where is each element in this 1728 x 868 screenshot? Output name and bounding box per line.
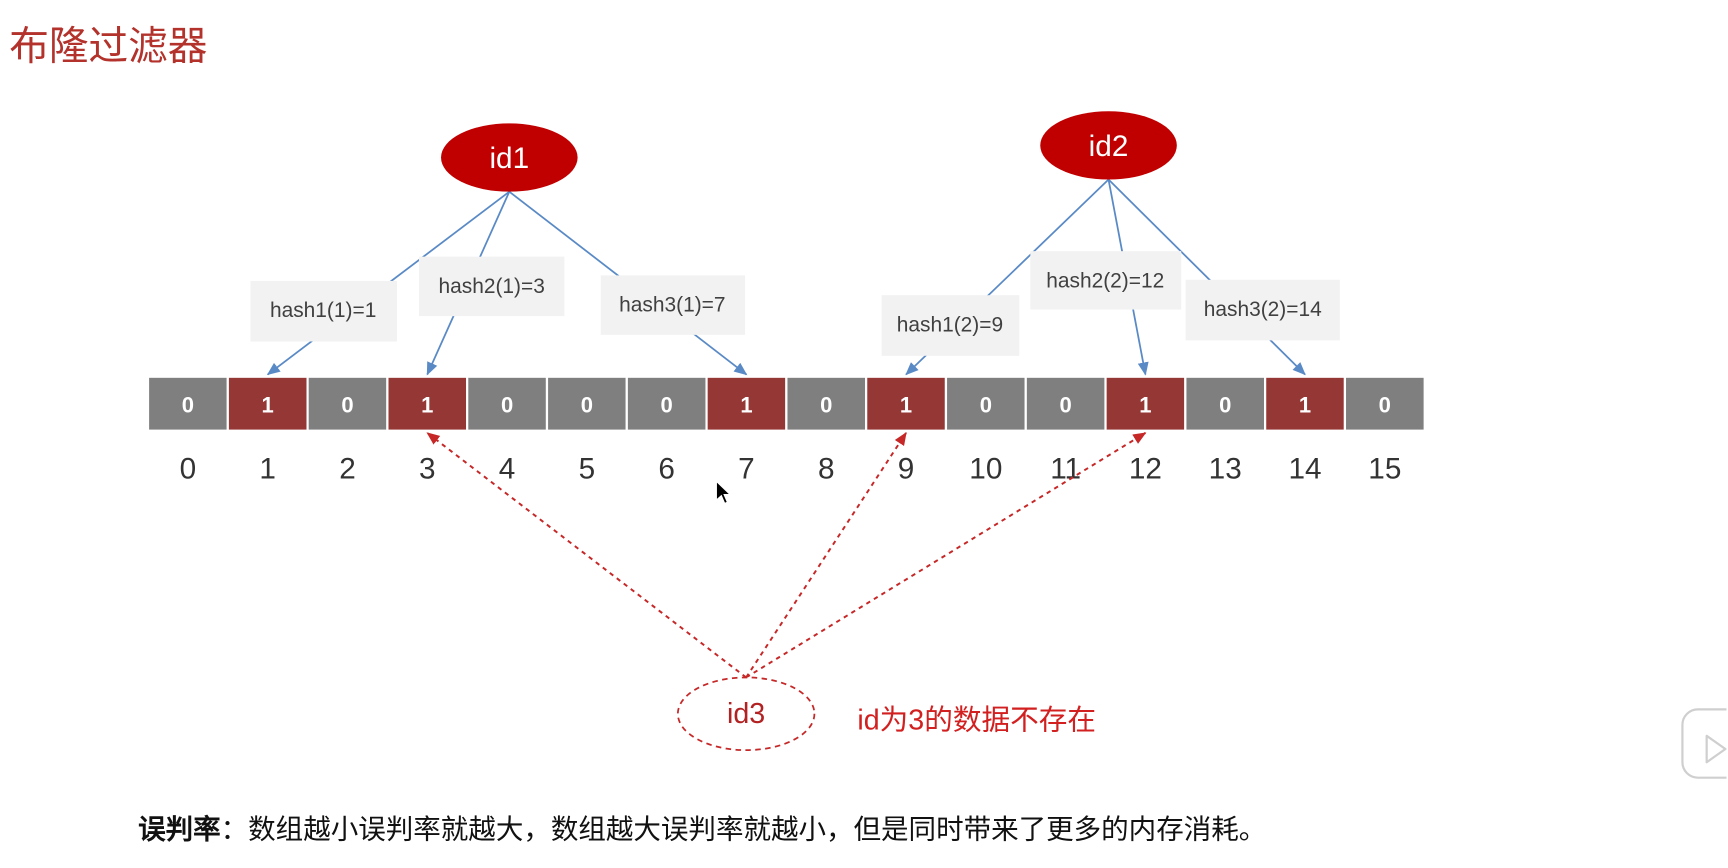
element-node-shape — [1040, 111, 1177, 180]
play-icon — [1705, 734, 1727, 764]
hash-box-bg — [250, 280, 397, 342]
bit-cell — [865, 375, 948, 432]
bit-cell — [1104, 375, 1187, 432]
element-node-label: id2 — [1089, 130, 1129, 163]
hash-box-label: hash1(2)=9 — [897, 313, 1003, 336]
query-node-label: id3 — [727, 698, 765, 730]
note-text: ：数组越小误判率就越大，数组越大误判率就越小，但是同时带来了更多的内存消耗。 — [221, 813, 1267, 844]
bit-value: 0 — [661, 392, 673, 417]
bit-index-label: 4 — [499, 453, 516, 486]
query-link-arrow — [745, 432, 1147, 679]
hash-box-label: hash3(2)=14 — [1204, 298, 1322, 321]
bit-cell — [1024, 375, 1107, 432]
bit-value: 1 — [262, 392, 274, 417]
bit-cell — [386, 375, 469, 432]
bit-value: 1 — [1139, 392, 1151, 417]
bit-array: 0 1 0 1 0 0 0 1 0 1 0 0 1 0 1 0 — [146, 375, 1426, 432]
bit-value: 0 — [1379, 392, 1391, 417]
bit-index-label: 7 — [738, 453, 755, 486]
bit-index-label: 0 — [180, 453, 197, 486]
bit-index-label: 12 — [1129, 453, 1162, 486]
query-node-shape — [676, 676, 816, 752]
bit-value: 1 — [900, 392, 912, 417]
false-positive-note: 误判率：数组越小误判率就越大，数组越大误判率就越小，但是同时带来了更多的内存消耗… — [138, 813, 1266, 844]
note-term: 误判率 — [138, 813, 221, 844]
bit-index-label: 14 — [1288, 453, 1321, 486]
bit-value: 0 — [820, 392, 832, 417]
bit-cell — [306, 375, 389, 432]
overlay-button-frame — [1681, 708, 1727, 779]
bit-cell — [226, 375, 309, 432]
bit-value: 1 — [421, 392, 433, 417]
bit-value: 1 — [1299, 392, 1311, 417]
hash-box: hash2(1)=3 — [418, 256, 565, 317]
bit-cell — [1343, 375, 1426, 432]
bit-index-label: 5 — [579, 453, 596, 486]
hash-box: hash2(2)=12 — [1030, 251, 1182, 310]
hash-box-label: hash1(1)=1 — [270, 299, 376, 322]
hash-box: hash1(1)=1 — [250, 280, 397, 342]
bit-cell — [1264, 375, 1347, 432]
bit-cell — [466, 375, 549, 432]
bit-value: 0 — [980, 392, 992, 417]
bit-cell — [625, 375, 708, 432]
element-node-shape — [441, 123, 578, 192]
bit-index-label: 10 — [969, 453, 1002, 486]
hash-box-bg — [881, 295, 1020, 356]
bit-index-label: 6 — [658, 453, 675, 486]
hash-box-bg — [418, 256, 565, 317]
bit-cell — [545, 375, 628, 432]
bit-value: 0 — [1219, 392, 1231, 417]
bit-value: 0 — [341, 392, 353, 417]
element-node-label: id1 — [489, 142, 529, 175]
bit-value: 1 — [740, 392, 752, 417]
query-element-id3: id3 — [676, 676, 816, 752]
video-player-overlay-button[interactable] — [1681, 708, 1727, 779]
bit-index-label: 11 — [1050, 453, 1081, 486]
bit-value: 0 — [1060, 392, 1072, 417]
bit-value: 0 — [182, 392, 194, 417]
hash-box-bg — [1185, 279, 1340, 341]
bit-index-label: 9 — [898, 453, 915, 486]
element-id1: id1 — [441, 123, 578, 192]
slide-title: 布隆过滤器 — [9, 24, 207, 68]
bit-index-label: 13 — [1209, 453, 1242, 486]
bit-index-label: 15 — [1368, 453, 1401, 486]
hash-box: hash3(2)=14 — [1185, 279, 1340, 341]
bit-index-label: 1 — [259, 453, 276, 486]
mouse-cursor-icon — [715, 480, 732, 505]
hash-link-arrow — [1107, 178, 1306, 376]
bit-value: 0 — [581, 392, 593, 417]
bit-cell — [146, 375, 229, 432]
query-result-text: id为3的数据不存在 — [857, 704, 1096, 736]
hash-box-bg — [600, 275, 746, 335]
bit-value: 0 — [501, 392, 513, 417]
bit-index-label: 2 — [339, 453, 356, 486]
hash-box: hash3(1)=7 — [600, 275, 746, 335]
query-links — [426, 431, 1147, 679]
hash-box-label: hash3(1)=7 — [619, 294, 725, 317]
hash-box: hash1(2)=9 — [881, 295, 1020, 356]
bit-index-label: 8 — [818, 453, 835, 486]
bit-cell — [944, 375, 1027, 432]
bit-cell — [1184, 375, 1267, 432]
hash-box-label: hash2(2)=12 — [1046, 269, 1164, 292]
bit-index-label: 3 — [419, 453, 436, 486]
hash-box-label: hash2(1)=3 — [439, 275, 545, 298]
element-id2: id2 — [1040, 111, 1177, 180]
hash-box-bg — [1030, 251, 1182, 310]
